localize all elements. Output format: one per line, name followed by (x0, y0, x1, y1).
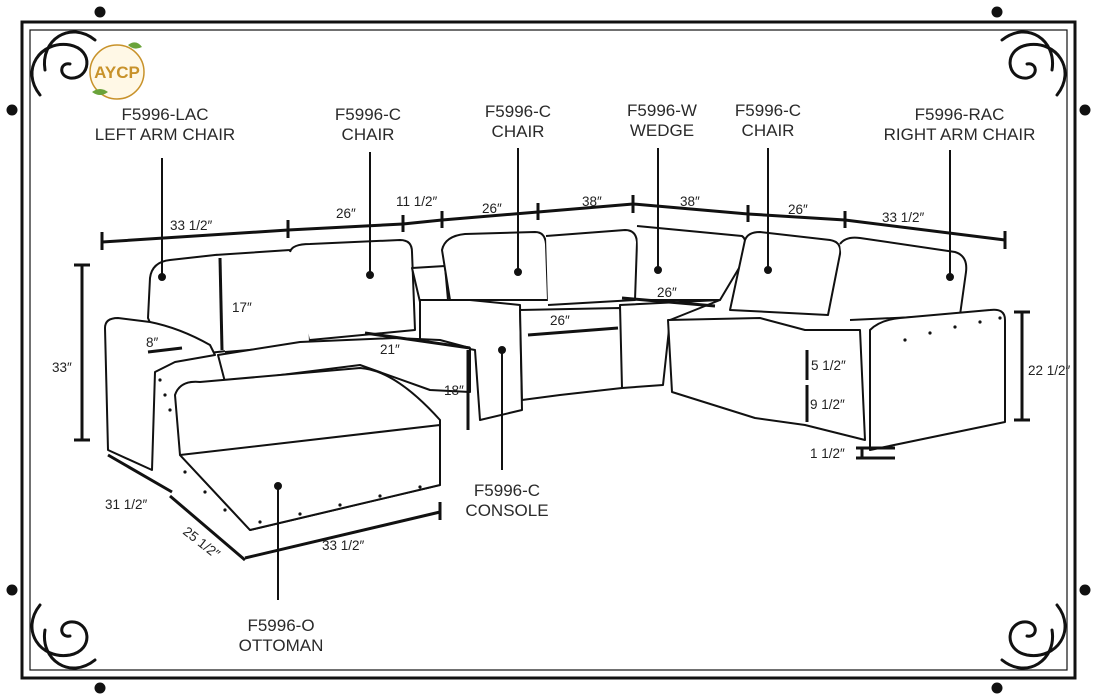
part-code: F5996-LAC (121, 105, 209, 124)
part-label-chair-3: F5996-C CHAIR (718, 101, 818, 141)
part-label-wedge: F5996-W WEDGE (612, 101, 712, 141)
dim-arm-height: 22 1/2″ (1028, 363, 1071, 378)
aycp-logo: AYCP (89, 42, 145, 100)
part-label-console: F5996-C CONSOLE (452, 481, 562, 521)
part-name: RIGHT ARM CHAIR (883, 125, 1036, 144)
part-label-rac: F5996-RAC RIGHT ARM CHAIR (872, 105, 1047, 145)
part-name: WEDGE (629, 121, 695, 140)
part-name: CHAIR (491, 122, 545, 141)
part-label-ottoman: F5996-O OTTOMAN (226, 616, 336, 656)
part-code: F5996-O (247, 616, 315, 635)
dim-top-wedge-right: 38″ (680, 194, 700, 209)
dim-console-height: 18″ (444, 383, 464, 398)
part-code: F5996-W (627, 101, 697, 120)
dim-ottoman-width: 33 1/2″ (322, 538, 365, 553)
logo-text: AYCP (94, 63, 140, 82)
part-name: CHAIR (341, 125, 395, 144)
dim-seat-width-wedge: 26″ (657, 285, 677, 300)
top-dimension-line (100, 195, 1007, 250)
dim-top-lac: 33 1/2″ (170, 218, 213, 233)
dim-top-chair-2: 26″ (482, 201, 502, 216)
part-name: LEFT ARM CHAIR (94, 125, 236, 144)
part-code: F5996-C (334, 105, 402, 124)
dim-total-height: 33″ (52, 360, 72, 375)
part-name: CHAIR (741, 121, 795, 140)
sectional-sofa-drawing (104, 225, 1006, 531)
dim-seat-height: 9 1/2″ (810, 397, 845, 412)
leader-lines (158, 148, 954, 600)
dim-seat-width-chair-2: 26″ (550, 313, 570, 328)
dim-ottoman-height: 31 1/2″ (105, 497, 148, 512)
dim-top-chair-3: 26″ (788, 202, 808, 217)
part-code: F5996-C (484, 102, 552, 121)
dim-top-wedge-left: 38″ (582, 194, 602, 209)
dimension-lines (74, 257, 1030, 562)
part-code: F5996-RAC (914, 105, 1005, 124)
dim-top-rac: 33 1/2″ (882, 210, 925, 225)
dim-arm-width: 8″ (146, 335, 159, 350)
part-label-chair-1: F5996-C CHAIR (318, 105, 418, 145)
part-name: CONSOLE (465, 501, 549, 520)
part-code: F5996-C (473, 481, 541, 500)
ornamental-frame (20, 20, 1077, 680)
dim-leg-height: 1 1/2″ (810, 446, 845, 461)
part-code: F5996-C (734, 101, 802, 120)
dim-top-console: 11 1/2″ (396, 194, 438, 209)
dim-cushion-thickness: 5 1/2″ (811, 358, 846, 373)
part-name: OTTOMAN (238, 636, 324, 655)
dim-top-chair-1: 26″ (336, 206, 356, 221)
dim-seat-depth: 21″ (380, 342, 400, 357)
corner-flourish-icon (6, 6, 1091, 694)
part-label-lac: F5996-LAC LEFT ARM CHAIR (90, 105, 240, 145)
dim-back-height: 17″ (232, 300, 252, 315)
nailhead-trim (158, 316, 1002, 524)
part-label-chair-2: F5996-C CHAIR (468, 102, 568, 142)
